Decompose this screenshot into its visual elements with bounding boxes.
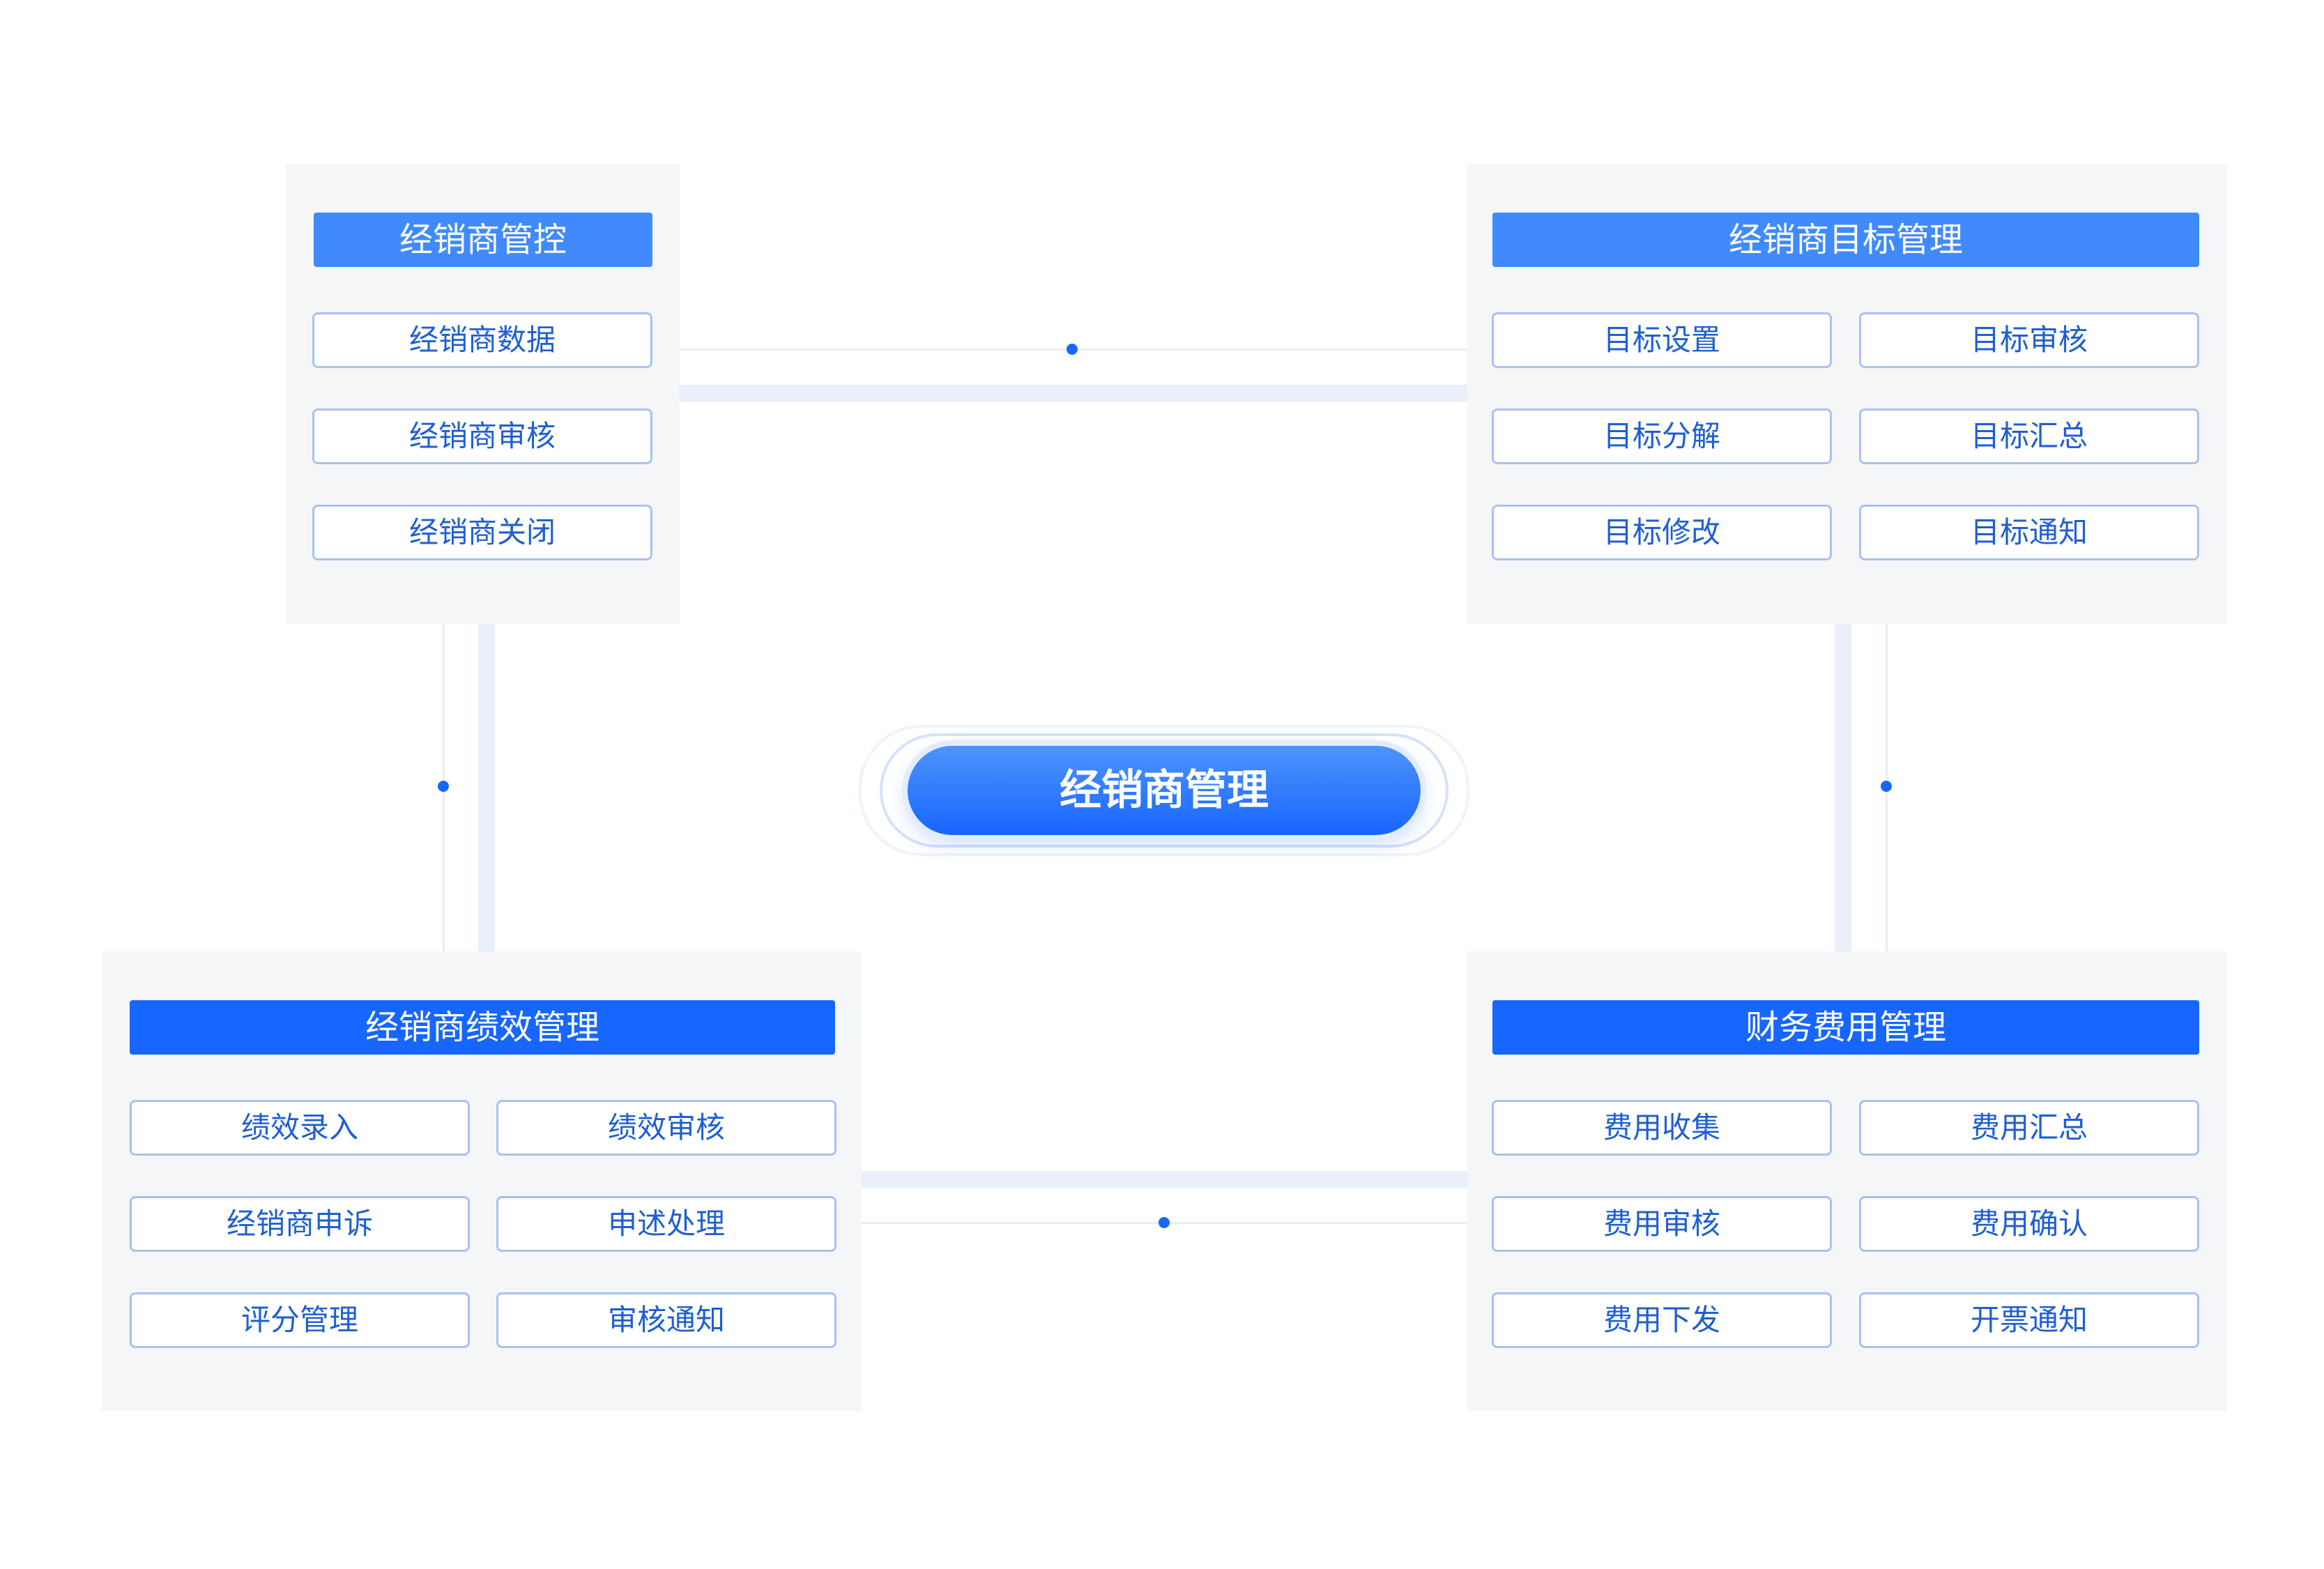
item-dealer-appeal[interactable]: 经销商申诉 xyxy=(130,1196,470,1252)
center-ring-outer xyxy=(859,725,1469,856)
connector-band-right xyxy=(1835,624,1851,951)
center-hub-button[interactable]: 经销商管理 xyxy=(908,746,1421,835)
item-expense-issue[interactable]: 费用下发 xyxy=(1492,1292,1832,1348)
item-target-setting[interactable]: 目标设置 xyxy=(1492,312,1832,368)
item-dealer-data[interactable]: 经销商数据 xyxy=(312,312,652,368)
panel-finance-expense: 财务费用管理 费用收集 费用汇总 费用审核 费用确认 费用下发 开票通知 xyxy=(1467,951,2227,1411)
panel-title: 财务费用管理 xyxy=(1492,1000,2199,1055)
item-expense-summary[interactable]: 费用汇总 xyxy=(1859,1100,2199,1156)
connector-dot-left xyxy=(438,781,449,792)
connector-band-bottom xyxy=(862,1171,1468,1188)
connector-dot-bottom xyxy=(1159,1217,1170,1228)
panel-title: 经销商目标管理 xyxy=(1492,213,2199,267)
item-target-breakdown[interactable]: 目标分解 xyxy=(1492,408,1832,464)
item-dealer-review[interactable]: 经销商审核 xyxy=(312,408,652,464)
item-expense-review[interactable]: 费用审核 xyxy=(1492,1196,1832,1252)
item-expense-collect[interactable]: 费用收集 xyxy=(1492,1100,1832,1156)
connector-band-left xyxy=(478,624,495,951)
item-appeal-handling[interactable]: 申述处理 xyxy=(496,1196,836,1252)
item-performance-entry[interactable]: 绩效录入 xyxy=(130,1100,470,1156)
item-invoice-notify[interactable]: 开票通知 xyxy=(1859,1292,2199,1348)
center-ring-inner xyxy=(880,733,1448,848)
connector-dot-top xyxy=(1067,344,1078,355)
item-target-review[interactable]: 目标审核 xyxy=(1859,312,2199,368)
panel-dealer-target: 经销商目标管理 目标设置 目标审核 目标分解 目标汇总 目标修改 目标通知 xyxy=(1467,164,2227,624)
item-target-modify[interactable]: 目标修改 xyxy=(1492,505,1832,560)
connector-dot-right xyxy=(1881,781,1892,792)
panel-dealer-performance: 经销商绩效管理 绩效录入 绩效审核 经销商申诉 申述处理 评分管理 审核通知 xyxy=(102,951,862,1411)
item-expense-confirm[interactable]: 费用确认 xyxy=(1859,1196,2199,1252)
item-score-management[interactable]: 评分管理 xyxy=(130,1292,470,1348)
panel-title: 经销商绩效管理 xyxy=(130,1000,835,1055)
item-review-notify[interactable]: 审核通知 xyxy=(496,1292,836,1348)
item-target-summary[interactable]: 目标汇总 xyxy=(1859,408,2199,464)
connector-band-top xyxy=(680,385,1467,401)
item-dealer-close[interactable]: 经销商关闭 xyxy=(312,505,652,560)
item-target-notify[interactable]: 目标通知 xyxy=(1859,505,2199,560)
panel-dealer-control: 经销商管控 经销商数据 经销商审核 经销商关闭 xyxy=(286,164,680,624)
item-performance-review[interactable]: 绩效审核 xyxy=(496,1100,836,1156)
panel-title: 经销商管控 xyxy=(314,213,652,267)
